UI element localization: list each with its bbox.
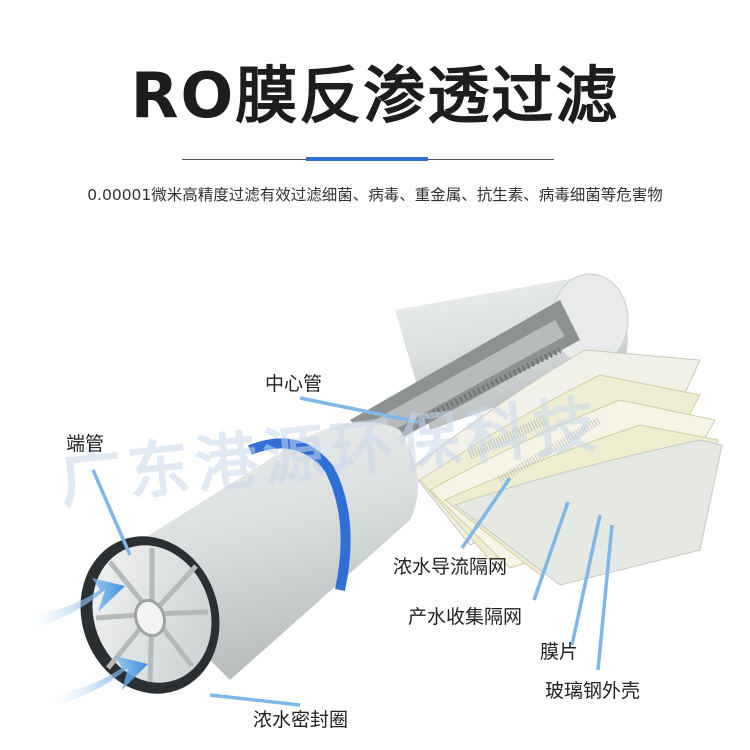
pointer-end-tube (91, 469, 132, 556)
pointer-permeate-spacer (532, 501, 570, 601)
pointer-concentrate-spacer (460, 477, 512, 549)
pointer-center-tube (299, 396, 419, 424)
inflow-arrow-upper (30, 578, 125, 628)
label-permeate-spacer: 产水收集隔网 (408, 606, 523, 628)
membrane-layers (409, 349, 723, 586)
label-fiberglass-shell: 玻璃钢外壳 (545, 680, 641, 702)
label-end-tube: 端管 (66, 433, 105, 455)
label-concentrate-spacer: 浓水导流隔网 (393, 556, 508, 578)
title-divider-accent (306, 157, 428, 161)
pointer-membrane-sheet (570, 514, 602, 646)
label-center-tube: 中心管 (265, 373, 323, 395)
page-subtitle: 0.00001微米高精度过滤有效过滤细菌、病毒、重金属、抗生素、病毒细菌等危害物 (87, 186, 663, 204)
pointer-fiberglass-shell (596, 524, 614, 671)
page-title: RO膜反渗透过滤 (130, 59, 620, 132)
label-brine-seal: 浓水密封圈 (253, 709, 349, 731)
end-tube-face (80, 536, 220, 694)
inflow-arrow-lower (52, 656, 148, 706)
center-tube-channel (350, 300, 580, 450)
label-membrane-sheet: 膜片 (540, 641, 579, 663)
pointer-brine-seal (209, 693, 301, 707)
pointer-lines (91, 396, 614, 707)
